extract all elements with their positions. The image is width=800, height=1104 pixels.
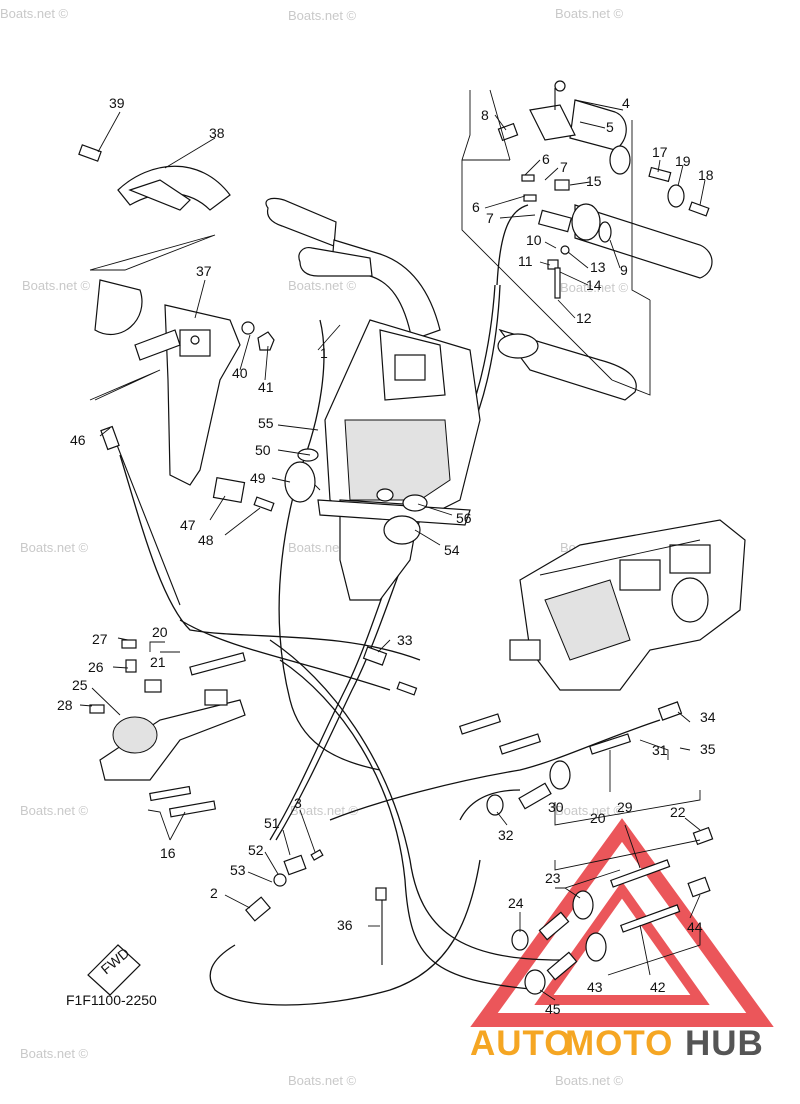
watermark: Boats.net © bbox=[288, 1073, 357, 1088]
part-label: 6 bbox=[542, 151, 550, 167]
handlebar-assembly bbox=[265, 197, 637, 601]
fwd-arrow: FWD bbox=[87, 944, 141, 996]
part-label: 6 bbox=[472, 199, 480, 215]
part-label: 10 bbox=[526, 232, 542, 248]
part-labels: 1 2 3 4 5 6 6 7 7 8 9 10 11 12 13 14 15 … bbox=[57, 95, 716, 1017]
engine-block bbox=[509, 519, 746, 691]
steering-bracket bbox=[78, 144, 275, 606]
part-label: 28 bbox=[57, 697, 73, 713]
part-label: 5 bbox=[606, 119, 614, 135]
part-label: 35 bbox=[700, 741, 716, 757]
part-label: 54 bbox=[444, 542, 460, 558]
part-label: 52 bbox=[248, 842, 264, 858]
part-label: 21 bbox=[150, 654, 166, 670]
part-label: 47 bbox=[180, 517, 196, 533]
watermark: Boats.net © bbox=[555, 6, 624, 21]
part-label: 29 bbox=[617, 799, 633, 815]
watermark: Boats.net © bbox=[20, 540, 89, 555]
part-label: 24 bbox=[508, 895, 524, 911]
part-label: 20 bbox=[590, 810, 606, 826]
part-label: 37 bbox=[196, 263, 212, 279]
part-label: 56 bbox=[456, 510, 472, 526]
watermark: Boats.net © bbox=[290, 803, 359, 818]
watermark: Boats.net © bbox=[555, 1073, 624, 1088]
part-label: 31 bbox=[652, 742, 668, 758]
part-label: 11 bbox=[518, 253, 533, 269]
watermark: Boats.net © bbox=[0, 6, 69, 21]
part-label: 9 bbox=[620, 262, 628, 278]
part-label: 18 bbox=[698, 167, 714, 183]
part-label: 36 bbox=[337, 917, 353, 933]
part-label: 8 bbox=[481, 107, 489, 123]
part-label: 2 bbox=[210, 885, 218, 901]
part-label: 45 bbox=[545, 1001, 561, 1017]
part-label: 55 bbox=[258, 415, 274, 431]
part-label: 49 bbox=[250, 470, 266, 486]
part-label: 3 bbox=[294, 795, 302, 811]
part-label: 15 bbox=[586, 173, 602, 189]
watermark: Boats.net © bbox=[20, 1046, 89, 1061]
brand-auto: AUTO bbox=[470, 1024, 573, 1063]
part-label: 26 bbox=[88, 659, 104, 675]
watermark: Boats.net © bbox=[20, 803, 89, 818]
part-label: 50 bbox=[255, 442, 271, 458]
part-label: 4 bbox=[622, 95, 630, 111]
grip-assembly bbox=[496, 80, 713, 299]
brand-hub: HUB bbox=[685, 1024, 764, 1063]
part-label: 30 bbox=[548, 799, 564, 815]
part-label: 20 bbox=[152, 624, 168, 640]
part-label: 13 bbox=[590, 259, 606, 275]
part-label: 22 bbox=[670, 804, 686, 820]
cable-fittings bbox=[244, 646, 714, 995]
part-label: 27 bbox=[92, 631, 108, 647]
group-frames bbox=[461, 89, 651, 396]
watermark: Boats.net © bbox=[22, 278, 91, 293]
part-label: 51 bbox=[264, 815, 280, 831]
part-label: 16 bbox=[160, 845, 176, 861]
part-label: 14 bbox=[586, 277, 602, 293]
part-label: 23 bbox=[545, 870, 561, 886]
part-label: 33 bbox=[397, 632, 413, 648]
part-label: 17 bbox=[652, 144, 668, 160]
remote-control-box bbox=[89, 639, 246, 818]
part-label: 46 bbox=[70, 432, 86, 448]
part-label: 44 bbox=[687, 919, 703, 935]
part-label: 48 bbox=[198, 532, 214, 548]
boots bbox=[284, 448, 428, 545]
part-label: 34 bbox=[700, 709, 716, 725]
part-label: 38 bbox=[209, 125, 225, 141]
part-label: 39 bbox=[109, 95, 125, 111]
watermark: Boats.net © bbox=[288, 278, 357, 293]
watermarks: Boats.net © Boats.net © Boats.net © Boat… bbox=[0, 6, 629, 1088]
part-label: 41 bbox=[258, 379, 274, 395]
watermark: Boats.net © bbox=[560, 280, 629, 295]
part-label: 1 bbox=[320, 345, 328, 361]
leader-lines bbox=[79, 99, 706, 1001]
part-label: 25 bbox=[72, 677, 88, 693]
diagram-code: F1F1100-2250 bbox=[66, 992, 157, 1008]
part-label: 53 bbox=[230, 862, 246, 878]
part-label: 7 bbox=[486, 210, 494, 226]
part-label: 40 bbox=[232, 365, 248, 381]
brand-logo: AUTO MOTO HUB bbox=[470, 1024, 764, 1063]
part-label: 12 bbox=[576, 310, 592, 326]
part-label: 32 bbox=[498, 827, 514, 843]
part-label: 43 bbox=[587, 979, 603, 995]
watermark: Boats.net © bbox=[555, 803, 624, 818]
part-label: 42 bbox=[650, 979, 666, 995]
part-label: 7 bbox=[560, 159, 568, 175]
brand-moto: MOTO bbox=[565, 1024, 673, 1063]
watermark: Boats.net © bbox=[288, 8, 357, 23]
part-label: 19 bbox=[675, 153, 691, 169]
